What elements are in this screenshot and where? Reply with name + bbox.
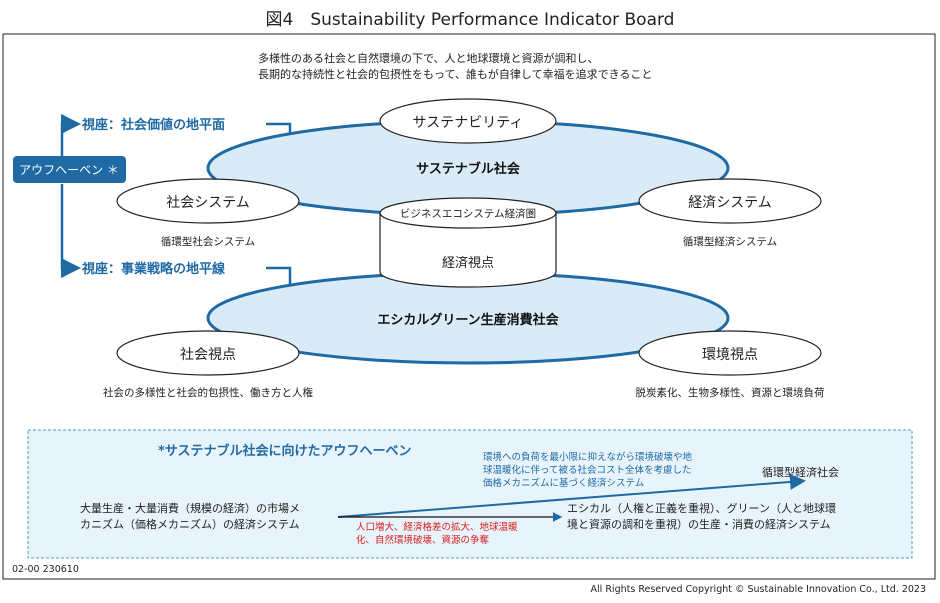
social-system-sub: 循環型社会システム — [161, 235, 255, 248]
figure-title: 図4 Sustainability Performance Indicator … — [265, 10, 675, 30]
env-view-label: 環境視点 — [702, 347, 758, 363]
social-view-sub: 社会の多様性と社会的包摂性、働き方と人権 — [103, 386, 313, 399]
arrow-to-circular-economy — [337, 473, 806, 518]
note-left-line-1: 大量生産・大量消費（規模の経済）の市場メ — [80, 501, 300, 515]
doc-code: 02-00 230610 — [12, 564, 79, 575]
ecosystem-cylinder — [379, 197, 557, 288]
social-view-label: 社会視点 — [180, 347, 236, 363]
note-red-line-2: 化、自然環境破壊、資源の争奪 — [356, 534, 490, 546]
economic-system-ellipse — [638, 178, 822, 224]
note-title: *サステナブル社会に向けたアウフヘーベン — [158, 443, 412, 459]
sustainable-society-label: サステナブル社会 — [416, 161, 521, 177]
note-right-line-2: 境と資源の調和を重視）の生産・消費の経済システム — [567, 517, 831, 531]
copyright-notice: All Rights Reserved Copyright © Sustaina… — [590, 584, 926, 595]
social-system-label: 社会システム — [166, 195, 250, 211]
sustainability-ellipse — [379, 98, 557, 144]
viewpoint-social-label: 視座：社会価値の地平面 — [81, 117, 225, 133]
aufheben-label: アウフヘーベン ＊ — [19, 163, 119, 177]
note-box — [27, 429, 913, 559]
goal-line-2: 長期的な持続性と社会的包摂性をもって、誰もが自律して幸福を追求できること — [258, 67, 652, 81]
economic-view-label: 経済視点 — [442, 255, 494, 271]
env-view-ellipse — [638, 330, 822, 376]
ecosystem-label: ビジネスエコシステム経済圏 — [400, 207, 536, 220]
note-blue-line-3: 価格メカニズムに基づく経済システム — [483, 477, 644, 489]
social-system-ellipse — [116, 178, 300, 224]
aufheben-box — [13, 156, 126, 183]
goal-line-1: 多様性のある社会と自然環境の下で、人と地球環境と資源が調和し、 — [258, 51, 599, 65]
connector-business-to-ellipse — [266, 266, 292, 290]
note-circular-label: 循環型経済社会 — [762, 465, 839, 479]
env-view-sub: 脱炭素化、生物多様性、資源と環境負荷 — [636, 386, 825, 399]
social-view-ellipse — [116, 330, 300, 376]
economic-system-sub: 循環型経済システム — [683, 235, 777, 248]
note-red-line-1: 人口増大、経済格差の拡大、地球温暖 — [356, 521, 518, 533]
note-left-line-2: カニズム（価格メカニズム）の経済システム — [80, 517, 300, 531]
note-blue-line-2: 球温暖化に伴って被る社会コスト全体を考慮した — [483, 464, 692, 476]
note-blue-line-1: 環境への負荷を最小限に抑えながら環境破壊や地 — [483, 451, 693, 463]
connector-to-social-view — [60, 114, 81, 158]
note-right-line-1: エシカル（人権と正義を重視）、グリーン（人と地球環 — [567, 501, 836, 515]
viewpoint-business-label: 視座：事業戦略の地平線 — [81, 261, 226, 277]
economic-system-label: 経済システム — [688, 195, 772, 211]
ethical-society-label: エシカルグリーン生産消費社会 — [377, 312, 559, 328]
sustainability-label: サステナビリティ — [413, 115, 524, 131]
connector-to-business-view — [60, 184, 81, 278]
